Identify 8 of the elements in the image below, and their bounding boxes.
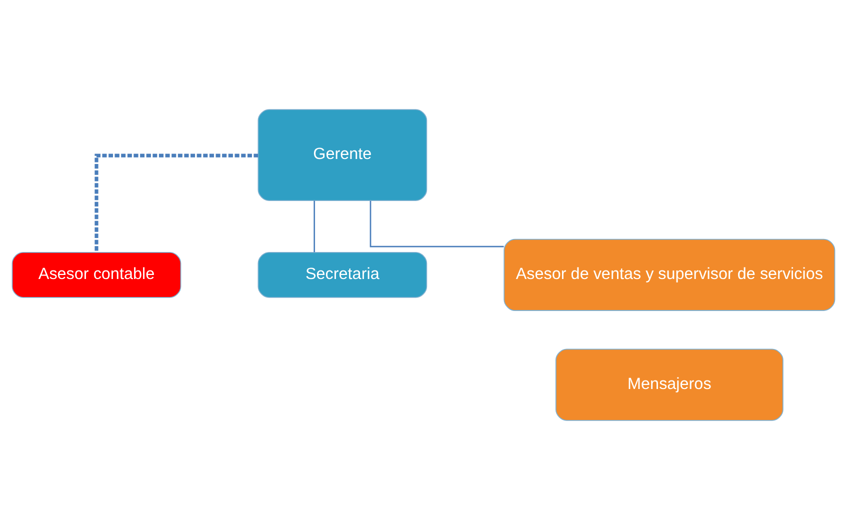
node-box: Asesor de ventas y supervisor de servicios: [504, 238, 836, 310]
node-box: Gerente: [258, 108, 428, 201]
node-box: Asesor contable: [12, 251, 182, 298]
connector: [314, 200, 316, 252]
node-box: Mensajeros: [555, 348, 784, 420]
connector: [94, 153, 258, 252]
node-box: Secretaria: [258, 251, 428, 298]
connector: [370, 200, 504, 247]
